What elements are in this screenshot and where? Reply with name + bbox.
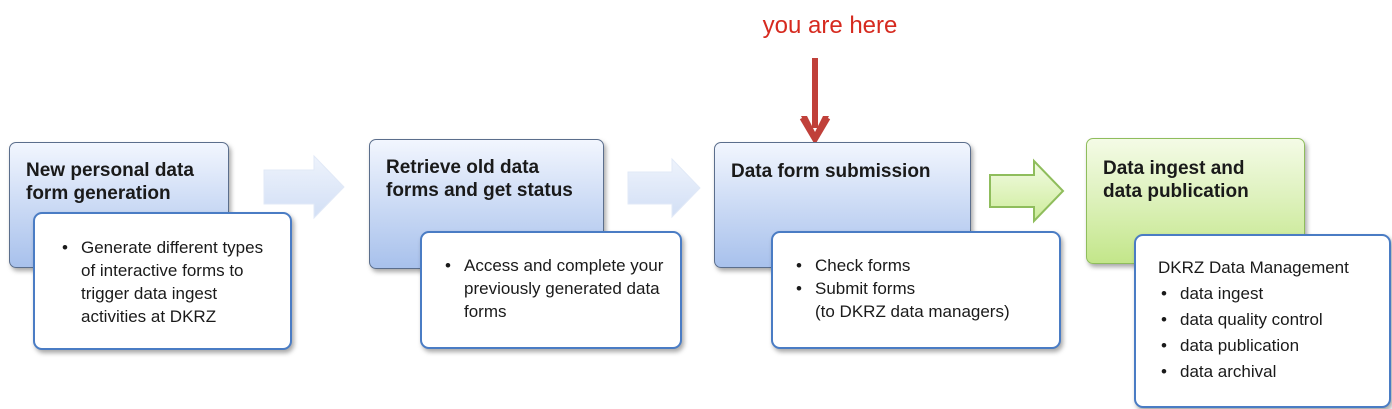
bullet-item: Check forms [793,254,1049,277]
step-data-ingest: Data ingest and data publication [1086,138,1305,264]
step-details: Generate different types of interactive … [33,212,292,350]
step-title: Data ingest and data publication [1103,158,1249,202]
step-details: Check forms Submit forms(to DKRZ data ma… [771,231,1061,349]
step-title: Retrieve old data forms and get status [386,157,573,201]
you-are-here-label: you are here [762,12,898,39]
bullet-item: data quality control [1158,308,1379,331]
you-are-here-arrow-icon [799,58,831,144]
detail-heading: DKRZ Data Management [1158,258,1349,277]
bullet-item: Generate different types of interactive … [59,236,280,328]
bullet-item: data archival [1158,360,1379,383]
bullet-note: (to DKRZ data managers) [815,302,1010,321]
bullet-item: data ingest [1158,282,1379,305]
step-title: Data form submission [731,161,931,182]
bullet-list: Generate different types of interactive … [59,236,280,328]
step-title: New personal data form generation [26,160,194,204]
bullet-item: Access and complete your previously gene… [442,254,670,323]
bullet-item: data publication [1158,334,1379,357]
flow-arrow-3-icon [989,158,1065,224]
step-details: DKRZ Data Management data ingest data qu… [1134,234,1391,408]
bullet-item: Submit forms(to DKRZ data managers) [793,277,1049,323]
flow-arrow-2-icon [627,157,701,219]
step-details: Access and complete your previously gene… [420,231,682,349]
flow-arrow-1-icon [263,154,345,220]
bullet-list: Check forms Submit forms(to DKRZ data ma… [793,254,1049,323]
bullet-list: Access and complete your previously gene… [442,254,670,323]
bullet-list: data ingest data quality control data pu… [1158,282,1379,383]
